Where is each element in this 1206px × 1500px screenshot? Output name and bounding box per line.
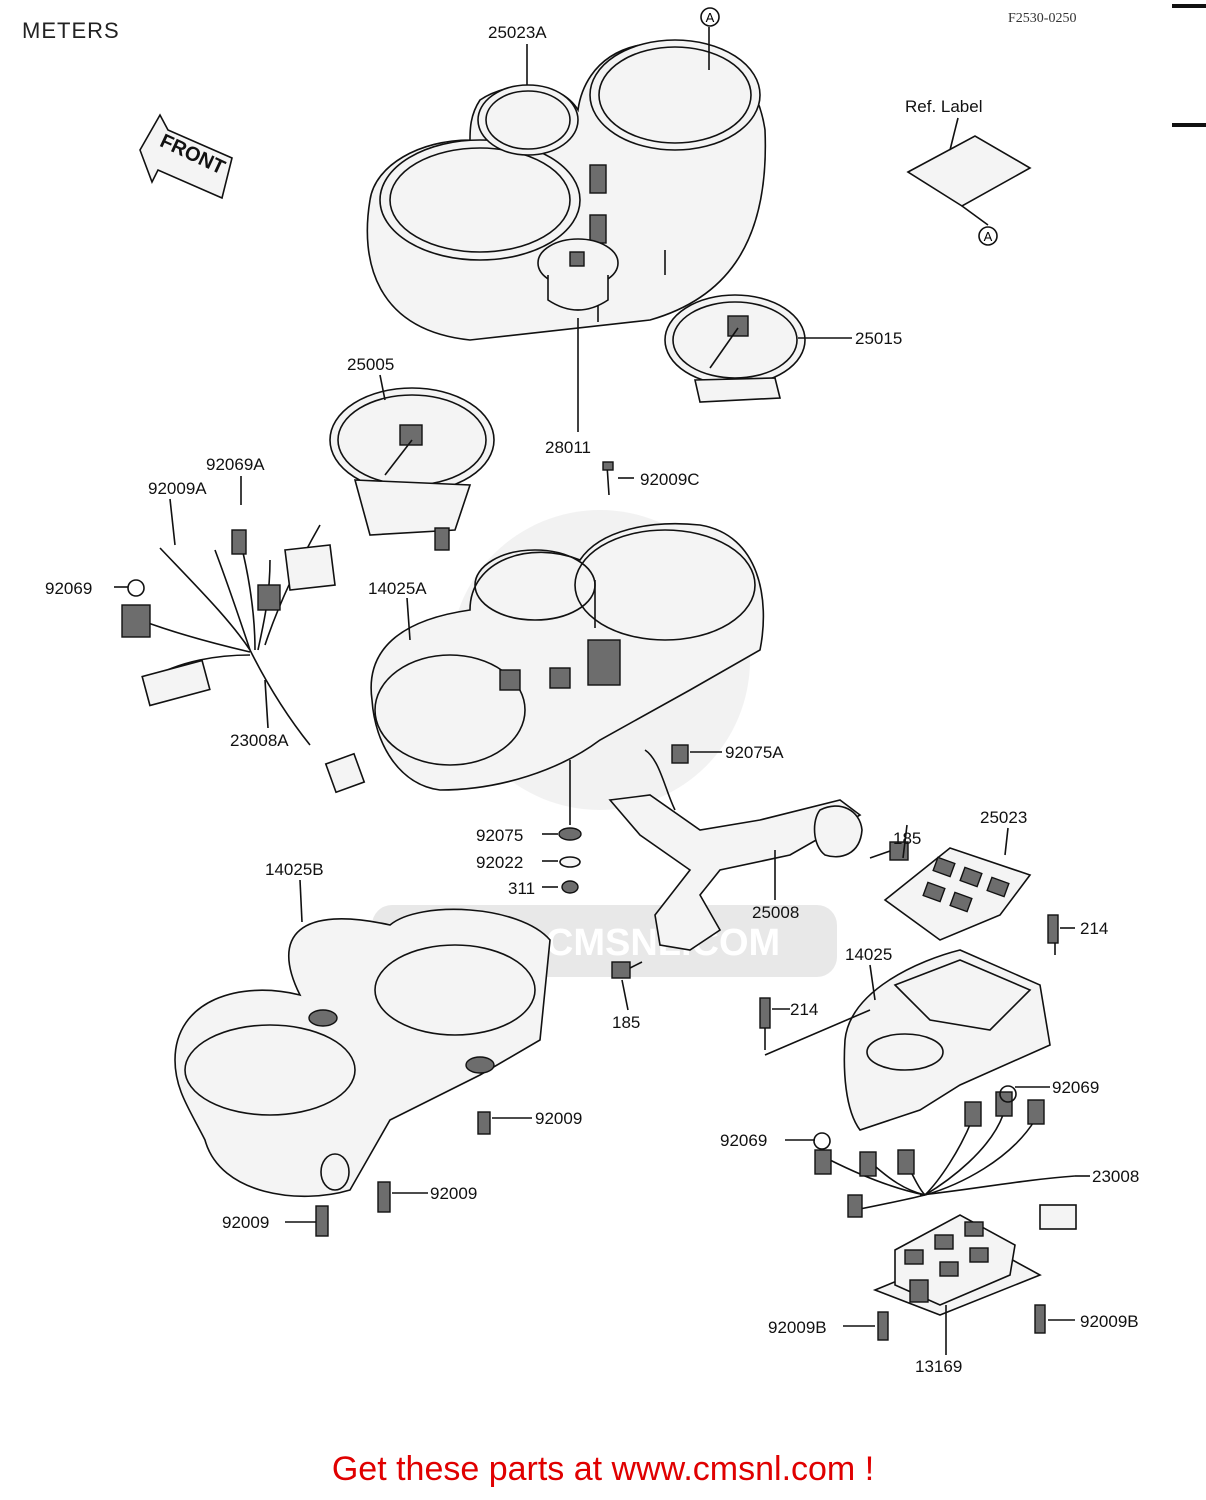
ref-label-text: Ref. Label: [905, 97, 983, 116]
part-label-92022: 92022: [476, 853, 523, 872]
meter-case-14025B: [174, 908, 551, 1198]
screw-214-lower: [759, 997, 771, 1029]
part-label-25023: 25023: [980, 808, 1027, 827]
meter-case-14025A: [370, 522, 765, 825]
part-labels: 25023A 25015 25005 28011 92069A 92009A 9…: [45, 23, 1139, 1376]
indicator-lens-25023: [883, 847, 1032, 941]
front-arrow-icon: FRONT: [139, 113, 233, 200]
meter-cover-assembly: [366, 39, 767, 341]
page-title: METERS: [22, 18, 120, 43]
screw-92009B-right: [1034, 1304, 1046, 1334]
part-label-23008: 23008: [1092, 1167, 1139, 1186]
part-label-14025: 14025: [845, 945, 892, 964]
screw-92009-c: [315, 1205, 329, 1237]
tachometer-25015: [664, 294, 806, 403]
screw-92009C: [602, 461, 614, 496]
part-label-92009-c: 92009: [222, 1213, 269, 1232]
part-label-25008: 25008: [752, 903, 799, 922]
part-label-311: 311: [508, 879, 535, 898]
bracket-25008: [608, 744, 863, 951]
socket-13169: [872, 1214, 1042, 1316]
part-label-92069-right: 92069: [1052, 1078, 1099, 1097]
part-label-25015: 25015: [855, 329, 902, 348]
part-label-23008A: 23008A: [230, 731, 289, 750]
part-label-92009B-left: 92009B: [768, 1318, 827, 1337]
bolt-185-lower: [611, 961, 643, 979]
part-label-185-upper: 185: [893, 829, 921, 848]
wiring-harness-23008A: [121, 524, 366, 794]
part-label-92069-left: 92069: [45, 579, 92, 598]
part-label-185-lower: 185: [612, 1013, 640, 1032]
part-label-92075: 92075: [476, 826, 523, 845]
part-label-92009A: 92009A: [148, 479, 207, 498]
part-label-14025B: 14025B: [265, 860, 324, 879]
part-label-14025A: 14025A: [368, 579, 427, 598]
screw-92009B-left: [877, 1311, 889, 1341]
part-label-214-lower: 214: [790, 1000, 818, 1019]
part-label-92075A: 92075A: [725, 743, 784, 762]
ref-label-sticker: Ref. Label A A: [700, 7, 1032, 246]
screw-92009-a: [477, 1111, 491, 1135]
washer-stack: [558, 827, 582, 894]
ref-marker-top: A: [706, 10, 715, 25]
part-label-214-upper: 214: [1080, 919, 1108, 938]
ref-marker-bottom: A: [984, 229, 993, 244]
leader-lines: [114, 27, 1090, 1355]
part-label-25023A: 25023A: [488, 23, 547, 42]
part-label-92069A: 92069A: [206, 455, 265, 474]
part-label-92069-mid: 92069: [720, 1131, 767, 1150]
part-label-92009C: 92009C: [640, 470, 700, 489]
speedometer-25005: [329, 387, 495, 551]
figure-code: F2530-0250: [1008, 11, 1076, 26]
indicator-housing-14025: [764, 918, 1056, 1131]
part-label-28011: 28011: [545, 438, 591, 457]
part-label-92009B-right: 92009B: [1080, 1312, 1139, 1331]
screw-214-upper: [1047, 914, 1059, 944]
wiring-harness-23008: [814, 1091, 1077, 1230]
part-label-25005: 25005: [347, 355, 394, 374]
meter-28011: [537, 238, 619, 311]
part-label-13169: 13169: [915, 1357, 962, 1376]
footer-link-text[interactable]: Get these parts at www.cmsnl.com !: [331, 1450, 875, 1488]
part-label-92009-b: 92009: [430, 1184, 477, 1203]
part-label-92009-a: 92009: [535, 1109, 582, 1128]
screw-92009-b: [377, 1181, 391, 1213]
